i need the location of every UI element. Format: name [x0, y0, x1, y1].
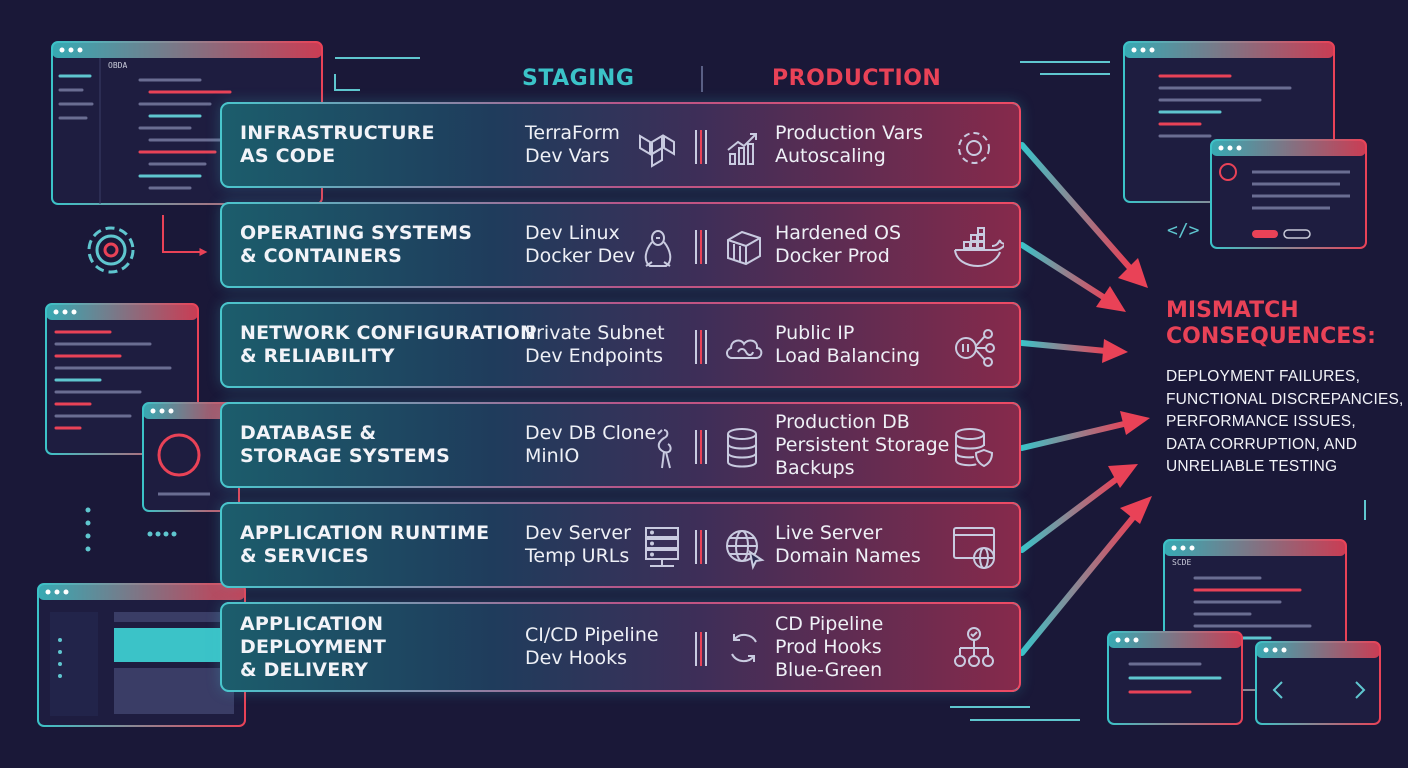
mismatch-title: MISMATCH CONSEQUENCES:: [1166, 298, 1376, 349]
tab-label: OBDA: [108, 61, 128, 70]
profile-window: [142, 402, 240, 512]
carousel-window: [1255, 641, 1381, 725]
load-balancer-icon: [955, 329, 995, 367]
circuit-lines: [334, 57, 1366, 721]
settings-window: [1210, 139, 1367, 249]
cloud-icon: [726, 339, 763, 359]
consequence-arrows: [1019, 142, 1139, 656]
mismatch-item: DATA CORRUPTION, AND: [1166, 435, 1358, 453]
gear-icon: [87, 226, 135, 274]
gear-icon: [958, 132, 990, 164]
row-title: DATABASE &STORAGE SYSTEMS: [240, 422, 450, 467]
secure-database-icon: [955, 428, 994, 468]
column-divider: [695, 330, 709, 364]
production-header: PRODUCTION: [772, 66, 942, 91]
row-title: NETWORK CONFIGURATION& RELIABILITY: [240, 322, 537, 367]
arrowheads: [1096, 258, 1152, 524]
mismatch-item: PERFORMANCE ISSUES,: [1166, 413, 1356, 430]
linux-penguin-icon: [644, 230, 672, 267]
mismatch-list: DEPLOYMENT FAILURES, FUNCTIONAL DISCREPA…: [1166, 366, 1404, 479]
mismatch-item: FUNCTIONAL DISCREPANCIES,: [1166, 390, 1404, 408]
mismatch-item: UNRELIABLE TESTING: [1166, 458, 1338, 475]
tab-label: SCDE: [1172, 558, 1192, 567]
column-divider: [695, 530, 709, 564]
globe-cursor-icon: [726, 530, 765, 570]
sync-arrows-icon: [731, 634, 757, 662]
server-rack-icon: [645, 527, 679, 567]
column-divider: [695, 230, 709, 264]
row-title: OPERATING SYSTEMS& CONTAINERS: [240, 222, 473, 267]
mismatch-item: DEPLOYMENT FAILURES,: [1166, 368, 1361, 385]
dashboard-window: [37, 583, 246, 727]
dots-decoration: [85, 507, 177, 552]
deployment-tree-icon: [954, 627, 994, 667]
column-divider: [695, 430, 709, 464]
terraform-icon: [639, 134, 675, 168]
flamingo-icon: [657, 429, 672, 469]
growth-chart-icon: [727, 133, 757, 165]
row-network-configuration: NETWORK CONFIGURATION& RELIABILITY Priva…: [220, 302, 1021, 388]
browser-globe-icon: [953, 527, 995, 569]
staging-header: STAGING: [522, 66, 635, 91]
code-window-small: [1107, 631, 1243, 725]
database-icon: [727, 428, 757, 468]
header-divider: [701, 66, 703, 92]
row-title: APPLICATION RUNTIME& SERVICES: [240, 522, 490, 567]
row-application-runtime: APPLICATION RUNTIME& SERVICES Dev Server…: [220, 502, 1021, 588]
container-icon: [727, 230, 761, 266]
docker-whale-icon: [954, 227, 1004, 268]
column-divider: [695, 632, 709, 666]
column-divider: [695, 130, 709, 164]
code-icon: </>: [1167, 220, 1200, 241]
